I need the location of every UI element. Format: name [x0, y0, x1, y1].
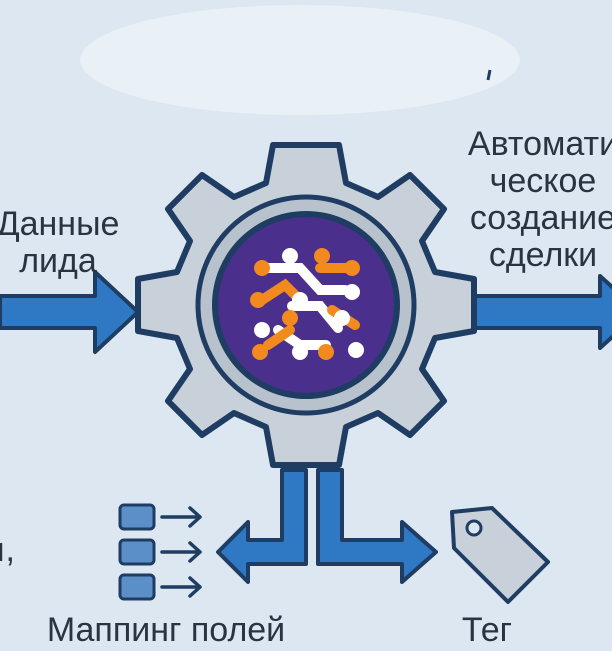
output-arrow-icon [466, 274, 612, 350]
output-label: Автомати ческое создание сделки [448, 126, 612, 274]
output-label-line-4: сделки [488, 236, 598, 274]
input-label-line-2: лида [19, 242, 97, 280]
background-cloud [80, 5, 520, 115]
input-label-line-1: Данные [0, 205, 120, 243]
input-arrow-icon [0, 270, 140, 354]
output-label-line-2: ческое [489, 162, 597, 200]
split-arrow-icon [216, 468, 438, 584]
output-label-line-1: Автомати [467, 125, 612, 163]
input-label: Данные лида [0, 206, 122, 280]
stray-mark [486, 69, 492, 81]
tag-icon [450, 506, 550, 604]
logo-icon [218, 217, 394, 393]
list-icon [118, 503, 202, 601]
tag-label: Тег [461, 611, 513, 649]
cutoff-text: ı, [0, 531, 15, 569]
mapping-label: Маппинг полей [46, 611, 286, 649]
output-label-line-3: создание [469, 199, 612, 237]
